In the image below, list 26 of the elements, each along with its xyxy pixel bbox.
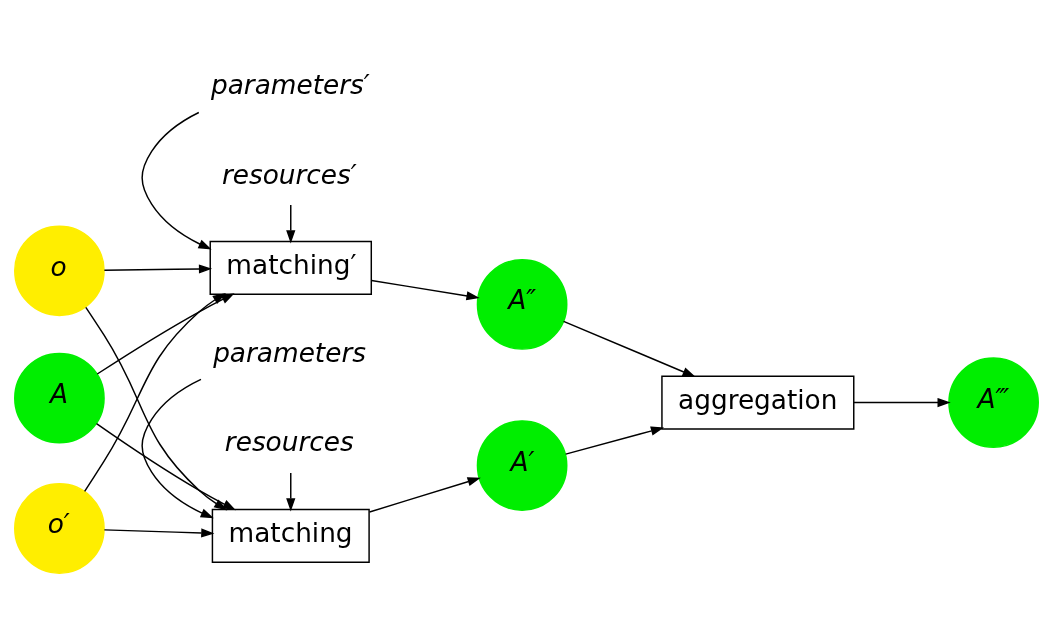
node-text: parameters: [213, 337, 366, 368]
arrow: [83, 292, 226, 492]
arrow: [141, 378, 214, 518]
node-circle: A‴: [948, 356, 1039, 448]
node-box: matching: [211, 508, 370, 563]
node-box: aggregation: [661, 374, 855, 430]
arrow: [103, 527, 215, 538]
arrow: [286, 471, 296, 511]
node-circle: o: [14, 224, 105, 316]
arrow: [368, 476, 481, 513]
node-circle: A: [14, 352, 105, 444]
node-text: parameters′: [210, 69, 370, 100]
arrow: [141, 111, 212, 249]
arrow: [565, 426, 665, 455]
arrow: [286, 203, 296, 244]
arrow: [370, 279, 480, 300]
node-text: resources′: [221, 159, 357, 190]
arrow: [562, 320, 696, 377]
node-text: resources: [224, 426, 354, 457]
arrow: [96, 292, 235, 375]
arrow: [853, 397, 951, 407]
node-box: matching′: [209, 240, 373, 295]
arrow: [103, 263, 213, 274]
node-circle: o′: [14, 482, 105, 574]
node-circle: A′: [476, 419, 568, 511]
node-circle: A″: [476, 258, 568, 350]
